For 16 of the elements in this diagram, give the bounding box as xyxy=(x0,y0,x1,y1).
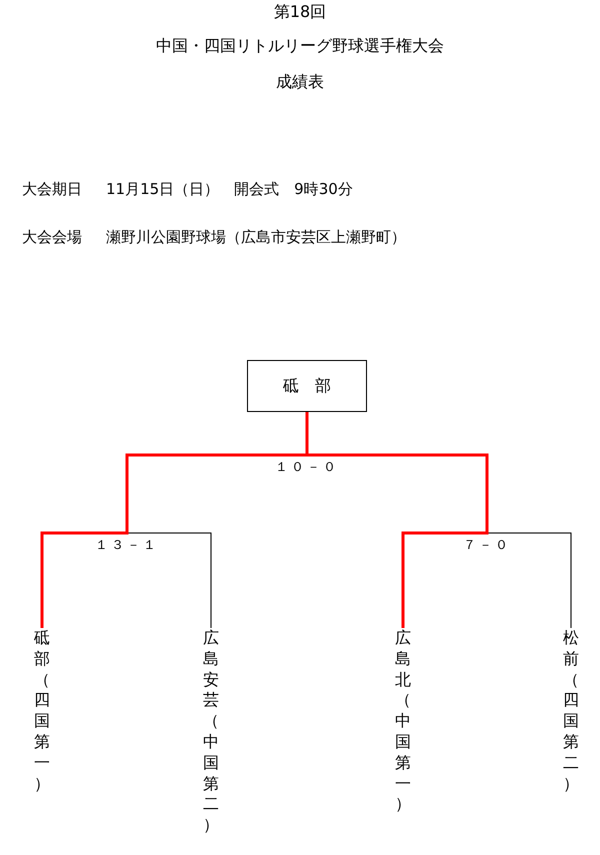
team-name: 広島北（中国第一） xyxy=(395,628,411,816)
team-name: 松前（四国第二） xyxy=(563,628,579,794)
score-text: ７－０ xyxy=(462,537,512,554)
header-text: 第18回 xyxy=(272,2,328,23)
field-value: 瀬野川公園野球場（広島市安芸区上瀬野町） xyxy=(106,228,406,247)
field-label: 大会会場 xyxy=(22,228,82,247)
bracket-line xyxy=(306,412,488,628)
score-text: １０－０ xyxy=(274,459,340,476)
team-name: 広島安芸（中国第二） xyxy=(203,628,219,836)
score-text: １３－１ xyxy=(94,537,160,554)
header-text: 成績表 xyxy=(275,72,325,93)
field-value: 11月15日（日） 開会式 9時30分 xyxy=(106,180,353,199)
team-name: 砥部（四国第一） xyxy=(34,628,50,794)
title: 中国・四国リトルリーグ野球選手権大会 xyxy=(155,36,445,57)
winner-box: 砥 部 xyxy=(247,360,367,412)
field-label: 大会期日 xyxy=(22,180,82,199)
